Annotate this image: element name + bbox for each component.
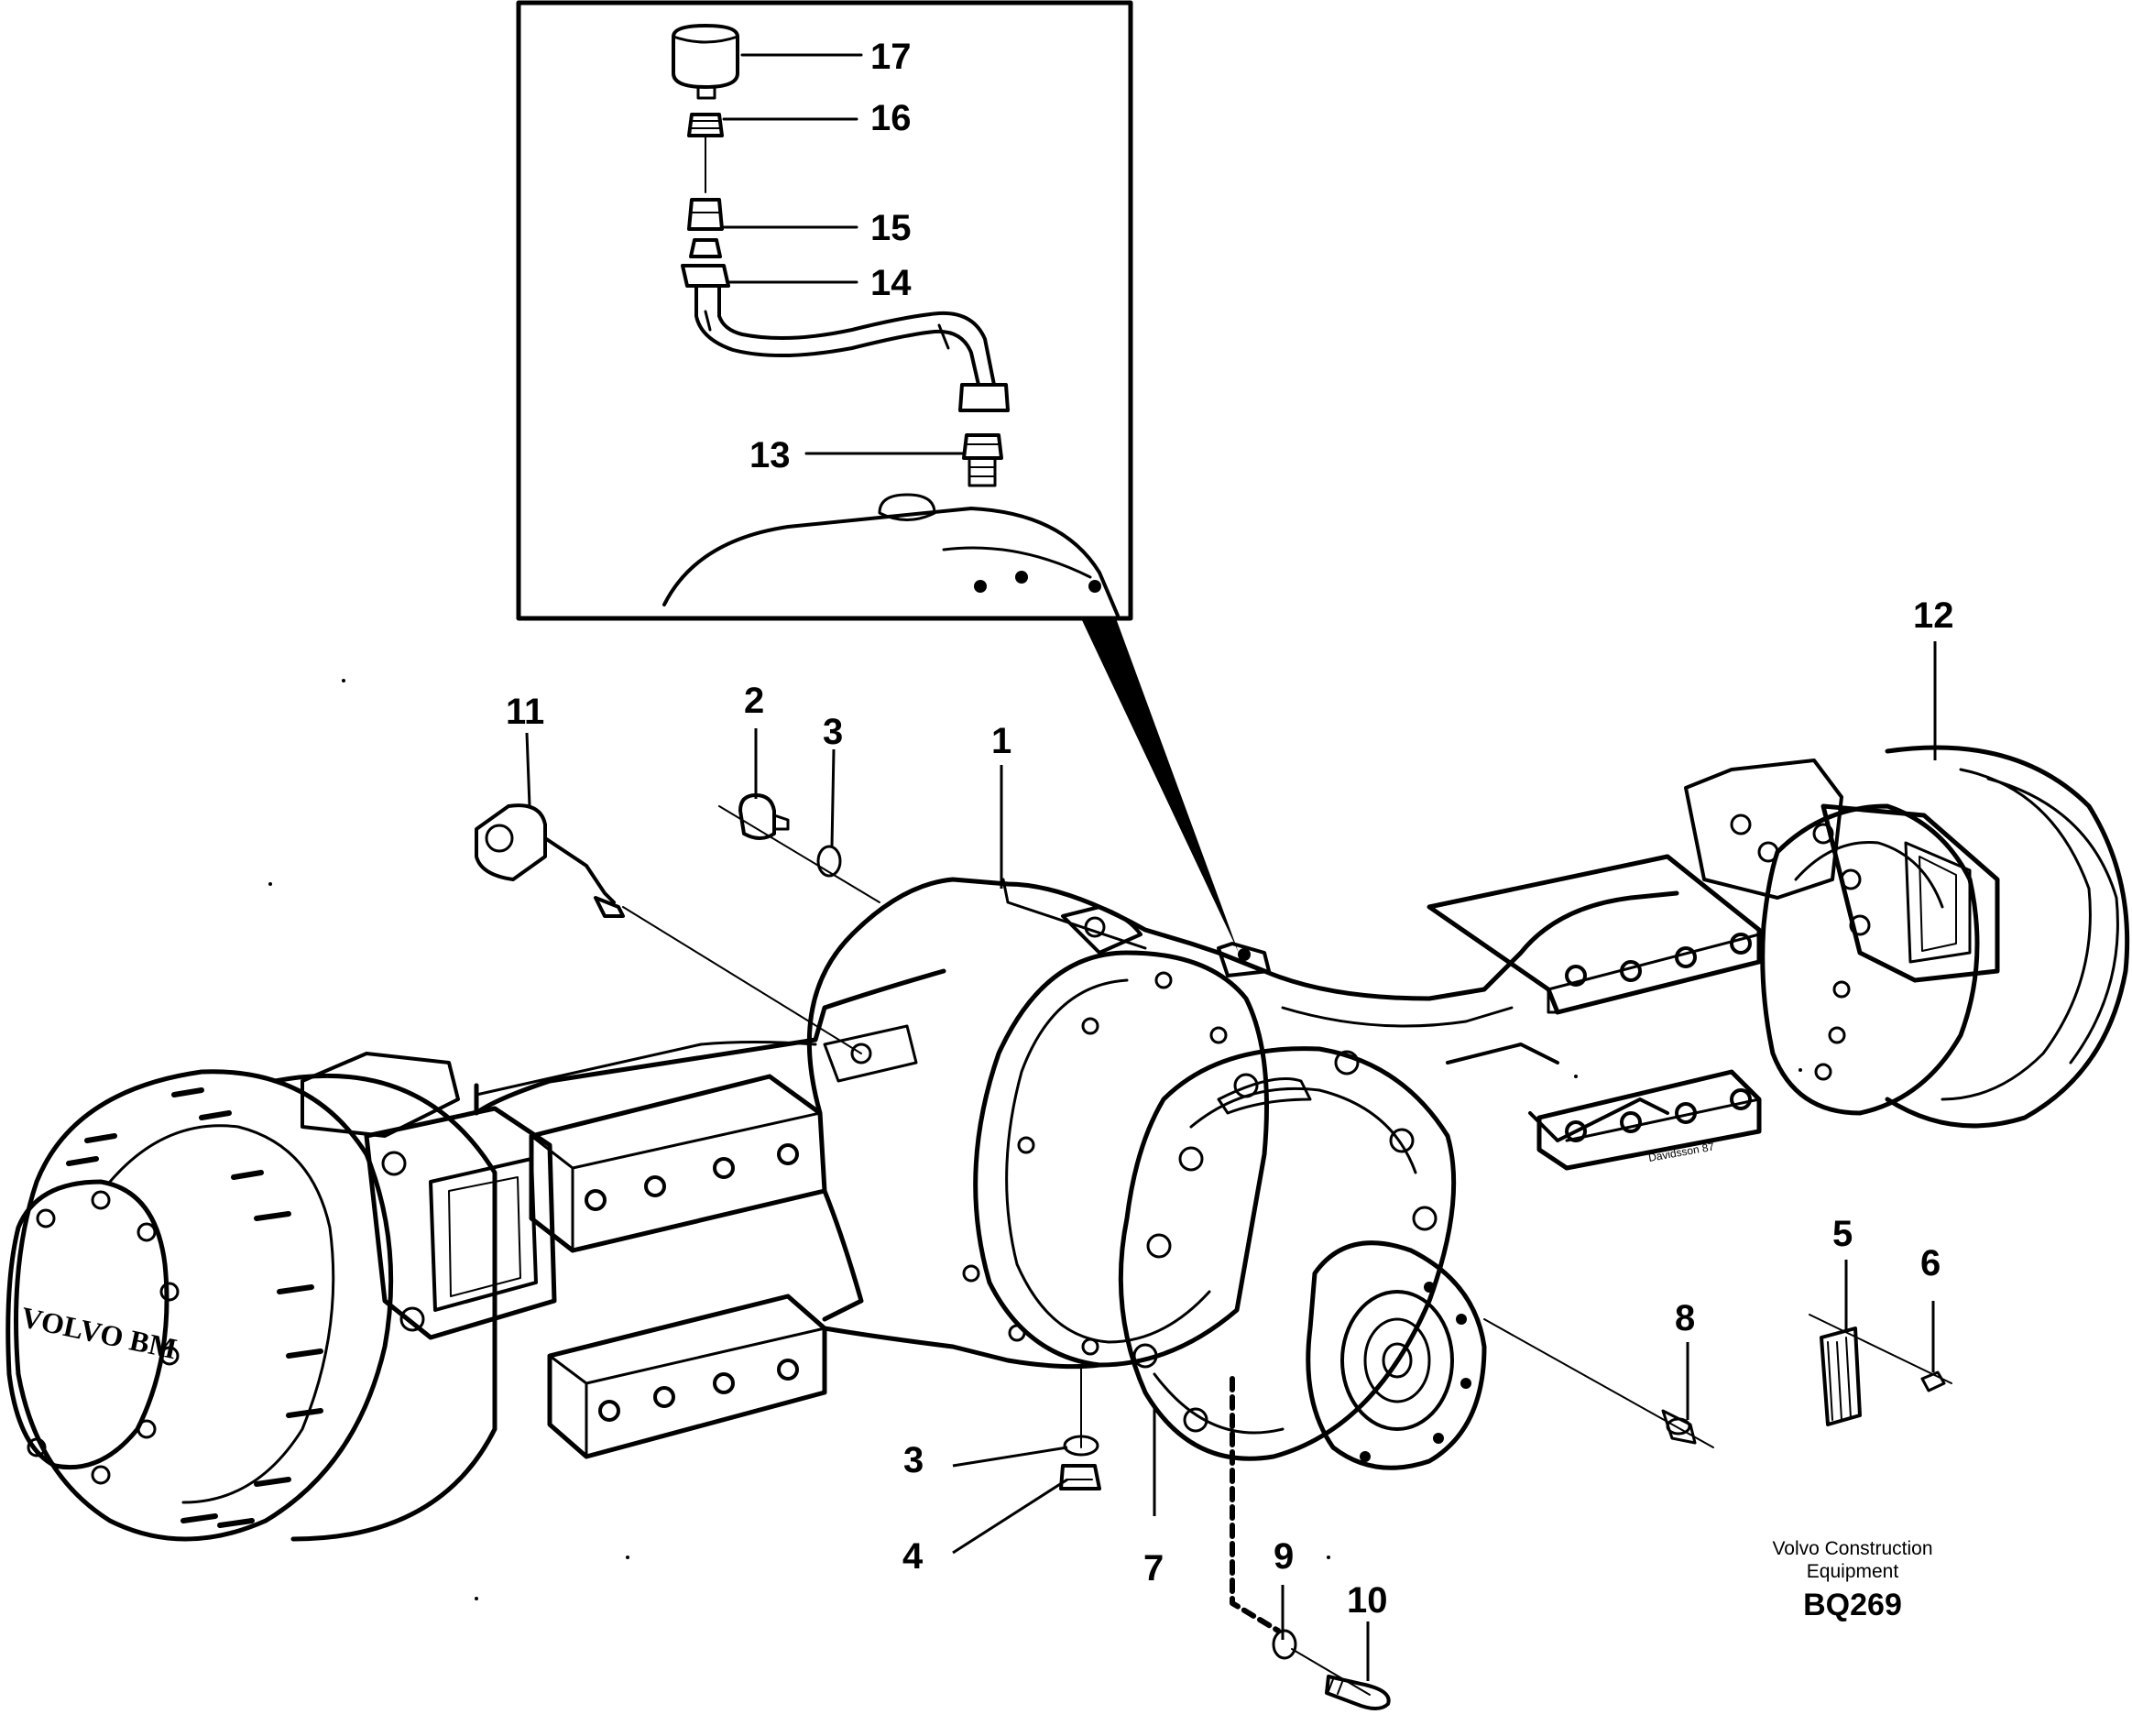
callout-4: 4 bbox=[902, 1536, 924, 1577]
drawing-code: BQ269 bbox=[1803, 1588, 1902, 1622]
callout-11: 11 bbox=[506, 692, 544, 732]
hose-part bbox=[681, 264, 1010, 412]
callout-13: 13 bbox=[749, 435, 791, 475]
callout-6: 6 bbox=[1920, 1243, 1941, 1283]
callout-14: 14 bbox=[870, 263, 912, 303]
axle-housing bbox=[474, 854, 1762, 1459]
washer-upper bbox=[816, 845, 842, 878]
nipple-part bbox=[687, 113, 724, 193]
breather-cap-part bbox=[672, 24, 739, 100]
right-wheel-hub: Davidsson 87 bbox=[1647, 745, 2130, 1164]
callout-1: 1 bbox=[991, 721, 1011, 761]
differential-carrier bbox=[1118, 1046, 1487, 1633]
specks bbox=[268, 679, 1802, 1600]
washer-lower bbox=[1063, 1364, 1099, 1457]
callout-8: 8 bbox=[1675, 1298, 1695, 1338]
sensor-part bbox=[475, 803, 862, 1054]
callout-12: 12 bbox=[1913, 595, 1954, 636]
callout-3-lower: 3 bbox=[903, 1440, 924, 1480]
inset-housing bbox=[662, 493, 1120, 617]
union-part bbox=[687, 198, 724, 258]
washer-part bbox=[1272, 1629, 1297, 1660]
detail-inset bbox=[516, 0, 1239, 953]
pin-part bbox=[1483, 1318, 1714, 1448]
credit-line-1: Volvo Construction bbox=[1772, 1538, 1932, 1559]
plug-part bbox=[718, 793, 880, 903]
callout-10: 10 bbox=[1347, 1580, 1388, 1621]
hub-brand-text: VOLVO BM bbox=[18, 1300, 180, 1365]
callout-17: 17 bbox=[870, 37, 912, 77]
flange-holes bbox=[962, 971, 1228, 1356]
callout-5: 5 bbox=[1832, 1214, 1853, 1254]
pad-bolt-holes bbox=[585, 933, 1752, 1422]
rivet-part bbox=[1920, 1370, 1946, 1392]
callout-7: 7 bbox=[1143, 1548, 1164, 1589]
callout-2: 2 bbox=[744, 681, 764, 721]
callout-labels: 17 16 15 14 13 12 11 2 3 1 5 6 8 3 4 7 9… bbox=[506, 37, 1954, 1621]
drain-plug-part bbox=[1059, 1464, 1101, 1490]
credit-block: Volvo Construction Equipment BQ269 bbox=[1772, 1538, 1932, 1622]
plate-part bbox=[1809, 1314, 1952, 1426]
callout-3-upper: 3 bbox=[823, 712, 843, 752]
callout-15: 15 bbox=[870, 208, 912, 248]
draftsman-mark: Davidsson 87 bbox=[1647, 1140, 1715, 1163]
callout-leaders bbox=[525, 641, 1937, 1681]
bolt-part bbox=[1291, 1648, 1391, 1710]
callout-9: 9 bbox=[1274, 1536, 1294, 1577]
credit-line-2: Equipment bbox=[1807, 1561, 1899, 1582]
left-wheel-hub: VOLVO BM bbox=[5, 1052, 557, 1542]
fitting-part bbox=[962, 433, 1003, 487]
inset-pointer bbox=[1081, 618, 1239, 953]
callout-16: 16 bbox=[870, 98, 912, 138]
